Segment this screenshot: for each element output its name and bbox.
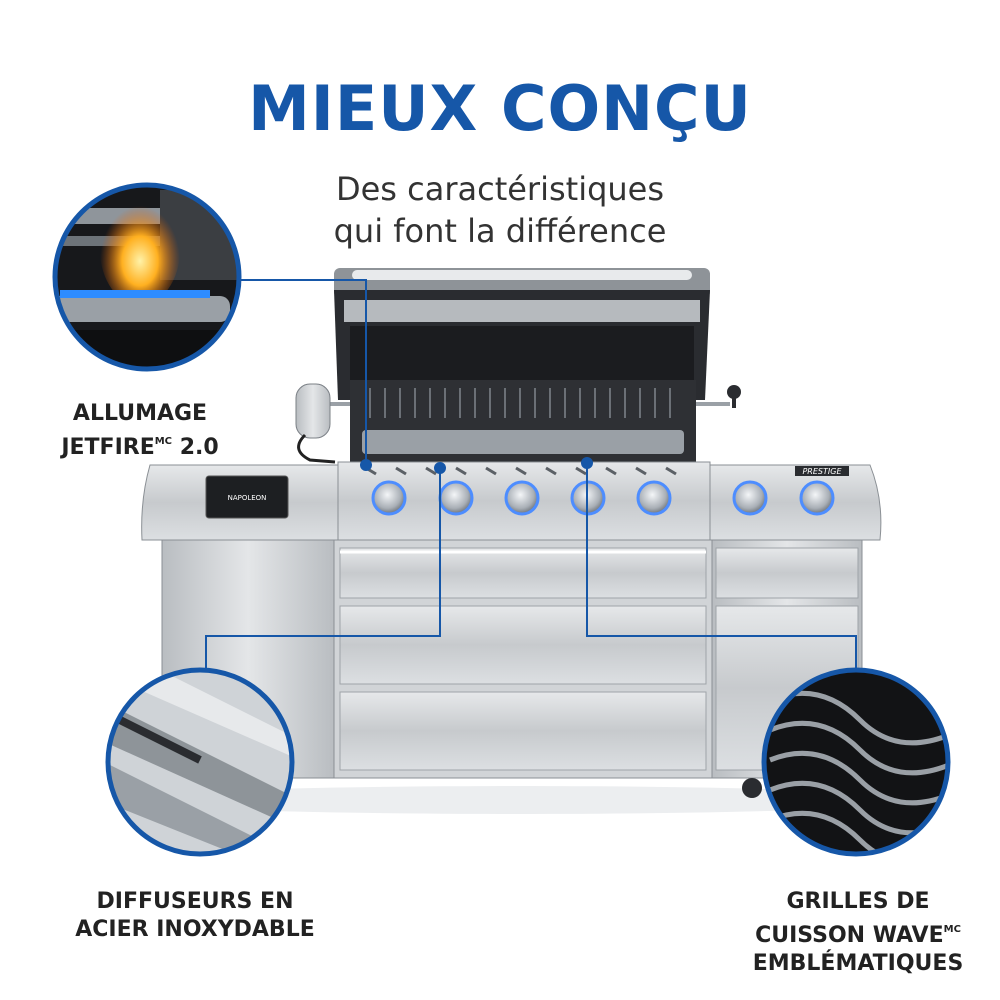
feature-label-diffusers: DIFFUSEURS EN ACIER INOXYDABLE	[60, 888, 330, 944]
brand-badge: NAPOLEON	[228, 494, 267, 502]
grids-line-1: GRILLES DE	[786, 889, 930, 914]
wave-grate-icon	[761, 667, 951, 857]
subheadline-line-2: qui font la différence	[333, 212, 667, 250]
diffusers-line-1: DIFFUSEURS EN	[96, 889, 294, 914]
grids-trademark: MC	[943, 924, 961, 935]
page-subheadline: Des caractéristiques qui font la différe…	[0, 168, 1000, 252]
grids-line-3: EMBLÉMATIQUES	[752, 951, 964, 976]
page-headline: MIEUX CONÇU	[248, 72, 752, 145]
ignition-line-2: JETFIREMC 2.0	[40, 428, 240, 462]
flame-burner-icon	[52, 182, 242, 372]
ignition-line-2-text: JETFIRE	[61, 435, 155, 460]
ignition-trademark: MC	[154, 436, 173, 447]
cooking-chamber	[350, 380, 696, 462]
feature-label-grids: GRILLES DE CUISSON WAVEMC EMBLÉMATIQUES	[708, 888, 1000, 978]
feature-label-ignition: ALLUMAGE JETFIREMC 2.0	[40, 400, 240, 462]
callout-lines	[205, 279, 857, 676]
model-badge: PRESTIGE	[802, 467, 842, 476]
floor-shadow	[120, 786, 920, 814]
callout-dot-ignition	[360, 459, 372, 471]
ignition-line-1: ALLUMAGE	[72, 401, 208, 426]
grill-cabinet	[161, 539, 863, 798]
callout-dot-diffusers	[434, 462, 446, 474]
callout-dot-grids	[581, 457, 593, 469]
grids-line-2: CUISSON WAVEMC	[708, 916, 1000, 950]
ignition-line-2-tail: 2.0	[172, 435, 219, 460]
grill-lid	[334, 268, 710, 400]
diffusers-line-2: ACIER INOXYDABLE	[75, 917, 315, 942]
subheadline-line-1: Des caractéristiques	[335, 170, 665, 208]
grids-line-2-text: CUISSON WAVE	[755, 923, 944, 948]
